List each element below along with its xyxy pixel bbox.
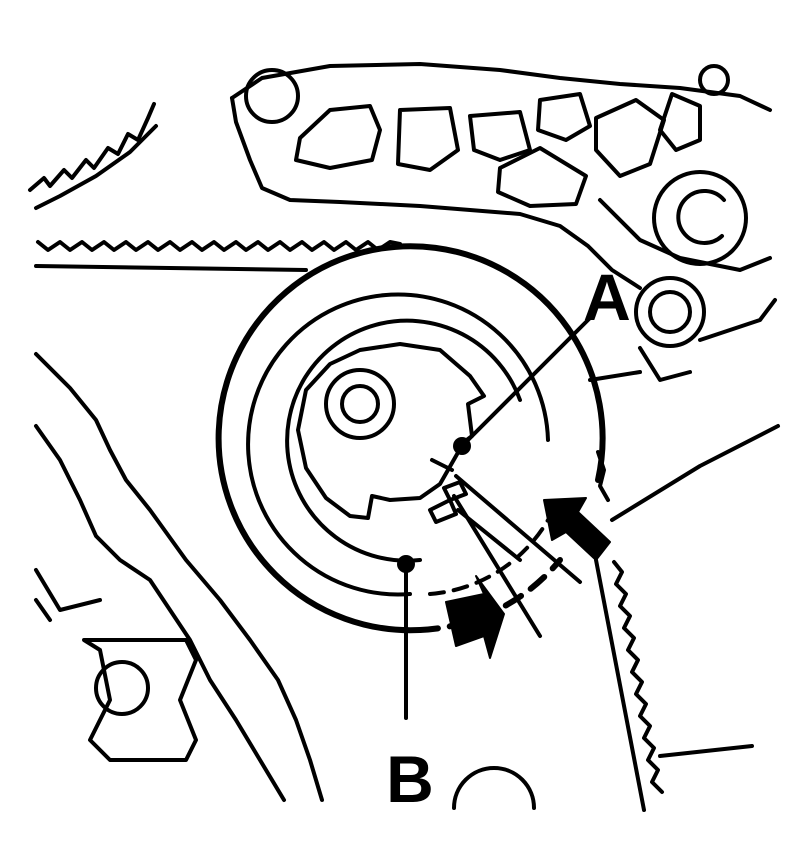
belt-guide-lower [658, 744, 754, 758]
camshaft-sprocket-teeth [28, 102, 156, 192]
small-pulley [634, 276, 706, 348]
engine-block-casting [230, 62, 772, 290]
tensioner-center-bolt [324, 368, 396, 440]
camshaft-sprocket-inner [34, 124, 158, 210]
reference-leader-lines [452, 474, 582, 638]
callout-a-dot [453, 437, 471, 455]
idler-pulley [652, 170, 748, 266]
label-b: B [386, 742, 434, 816]
eccentric-cam-plate [296, 342, 486, 520]
callout-b-dot [397, 555, 415, 573]
callout-a: A [453, 260, 631, 455]
timing-belt-right-back [594, 558, 646, 812]
timing-belt-upper-back [34, 264, 308, 272]
label-a: A [583, 260, 631, 334]
right-housing-edge [588, 198, 777, 382]
tensioner-pulley [215, 243, 606, 634]
lower-left-housing [34, 352, 324, 802]
callout-b: B [386, 555, 434, 816]
rotation-arrow-right [543, 497, 611, 561]
callout-a-leader [460, 316, 592, 448]
alignment-pointer [428, 458, 468, 524]
crankshaft-pulley-arc [452, 766, 536, 810]
timing-belt-upper-teeth [36, 240, 402, 252]
belt-guide-line [610, 424, 780, 522]
timing-belt-right-teeth [612, 560, 664, 794]
rotation-arrow-lower [445, 575, 505, 659]
